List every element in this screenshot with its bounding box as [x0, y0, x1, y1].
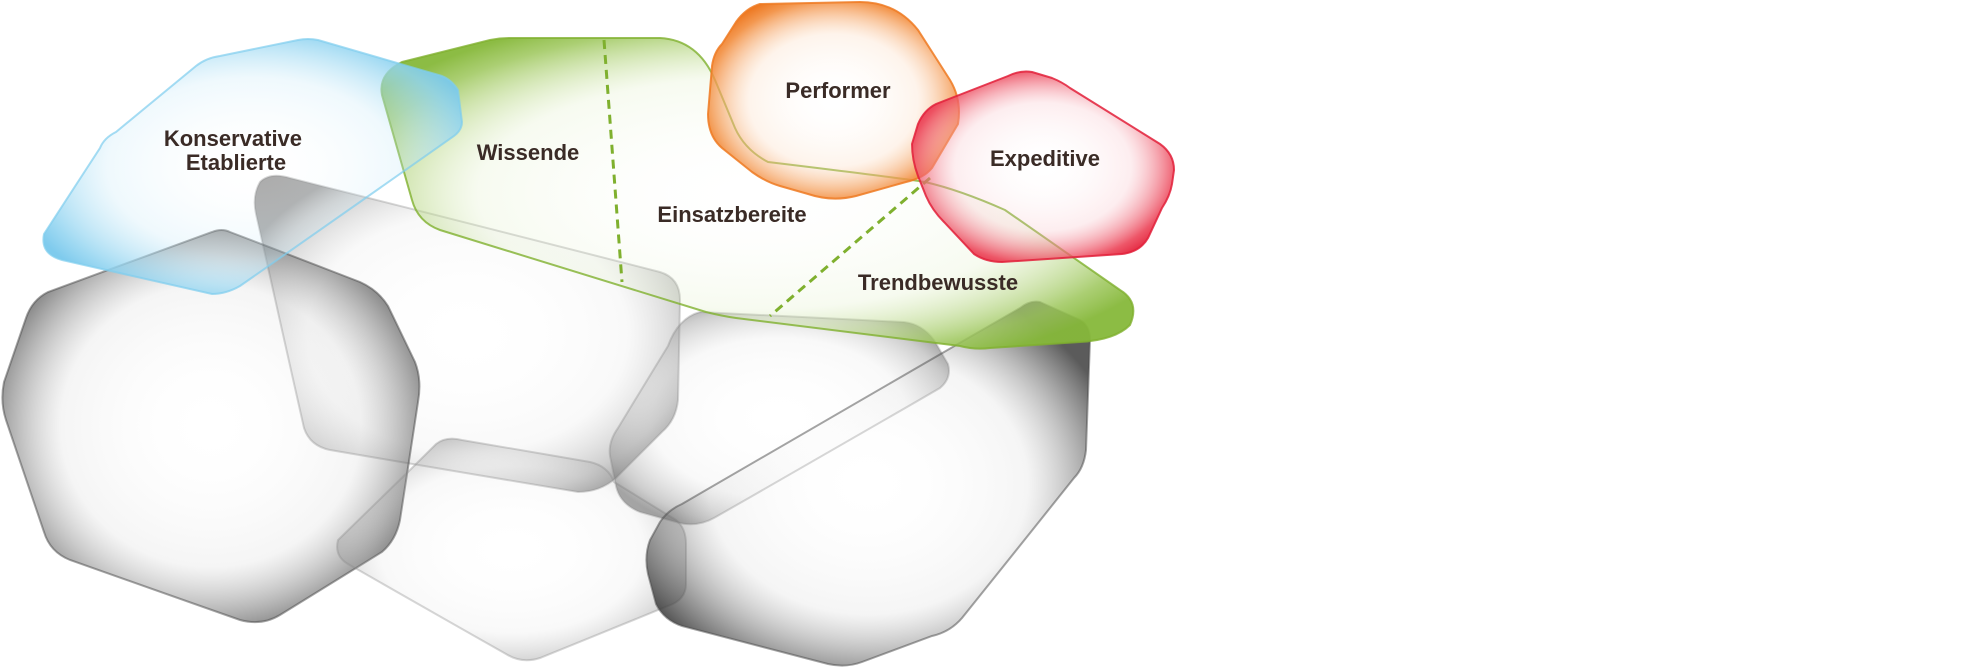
- label-wissende: Wissende: [477, 140, 580, 165]
- shape-orange-performer: [706, 0, 960, 200]
- shape-gray-right: [645, 300, 1092, 667]
- label-konservative-etablierte-line-2: Etablierte: [186, 150, 286, 175]
- label-konservative-etablierte-line-1: Konservative: [164, 126, 302, 151]
- label-performer: Performer: [785, 78, 891, 103]
- shape-red-expeditive: [910, 70, 1176, 264]
- shape-gray-left: [1, 229, 421, 624]
- divider-einsatzbereite-trendbewusste: [769, 176, 931, 318]
- label-konservative-etablierte: Konservative Etablierte: [164, 126, 308, 175]
- label-expeditive: Expeditive: [990, 146, 1100, 171]
- label-einsatzbereite: Einsatzbereite: [657, 202, 806, 227]
- shape-blue-konservative-etablierte: [42, 38, 464, 296]
- divider-wissende-einsatzbereite: [602, 39, 624, 283]
- label-trendbewusste: Trendbewusste: [858, 270, 1018, 295]
